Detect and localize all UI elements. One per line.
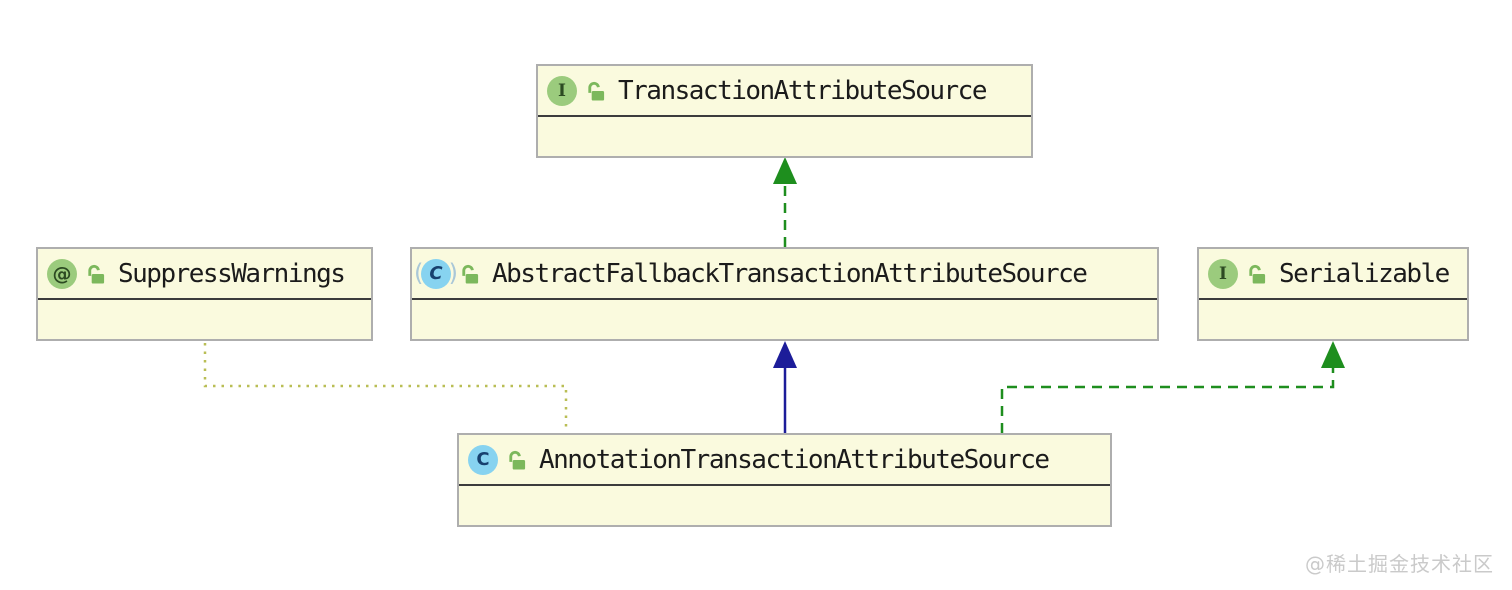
node-label: AbstractFallbackTransactionAttributeSour…	[492, 258, 1088, 289]
edge-annotation-dependency-to-suppresswarnings	[203, 343, 568, 431]
interface-icon: I	[1208, 258, 1238, 289]
annotation-icon: @	[47, 258, 77, 289]
node-label: AnnotationTransactionAttributeSource	[539, 444, 1050, 475]
class-icon: C	[468, 444, 498, 475]
node-title-bar: I TransactionAttributeSource	[538, 66, 1031, 117]
node-label: Serializable	[1279, 258, 1450, 289]
class-node-annotation-transaction-attribute-source[interactable]: C AnnotationTransactionAttributeSource	[457, 433, 1112, 527]
node-title-bar: C AbstractFallbackTransactionAttributeSo…	[412, 249, 1157, 300]
node-members-section	[1199, 300, 1467, 339]
abstract-class-icon: C	[414, 258, 458, 289]
interface-icon: I	[547, 75, 577, 106]
class-node-suppress-warnings[interactable]: @ SuppressWarnings	[36, 247, 373, 341]
node-members-section	[412, 300, 1157, 339]
node-title-bar: @ SuppressWarnings	[38, 249, 371, 300]
class-node-abstract-fallback-transaction-attribute-source[interactable]: C AbstractFallbackTransactionAttributeSo…	[410, 247, 1159, 341]
class-node-transaction-attribute-source[interactable]: I TransactionAttributeSource	[536, 64, 1033, 158]
node-members-section	[459, 486, 1110, 525]
juejin-watermark: @稀土掘金技术社区	[1305, 552, 1494, 576]
unlocked-public-icon	[459, 263, 480, 285]
node-title-bar: C AnnotationTransactionAttributeSource	[459, 435, 1110, 486]
edge-realization-annotation-to-serializable	[1000, 341, 1345, 433]
node-title-bar: I Serializable	[1199, 249, 1467, 300]
node-members-section	[38, 300, 371, 339]
unlocked-public-icon	[1246, 263, 1267, 285]
node-label: SuppressWarnings	[118, 258, 346, 289]
unlocked-public-icon	[506, 449, 527, 471]
unlocked-public-icon	[585, 80, 606, 102]
edge-extends-annotation-to-abstract	[773, 341, 797, 433]
edge-realization-abstract-to-transaction	[773, 157, 797, 247]
unlocked-public-icon	[85, 263, 106, 285]
class-node-serializable[interactable]: I Serializable	[1197, 247, 1469, 341]
node-label: TransactionAttributeSource	[618, 75, 988, 106]
node-members-section	[538, 117, 1031, 156]
